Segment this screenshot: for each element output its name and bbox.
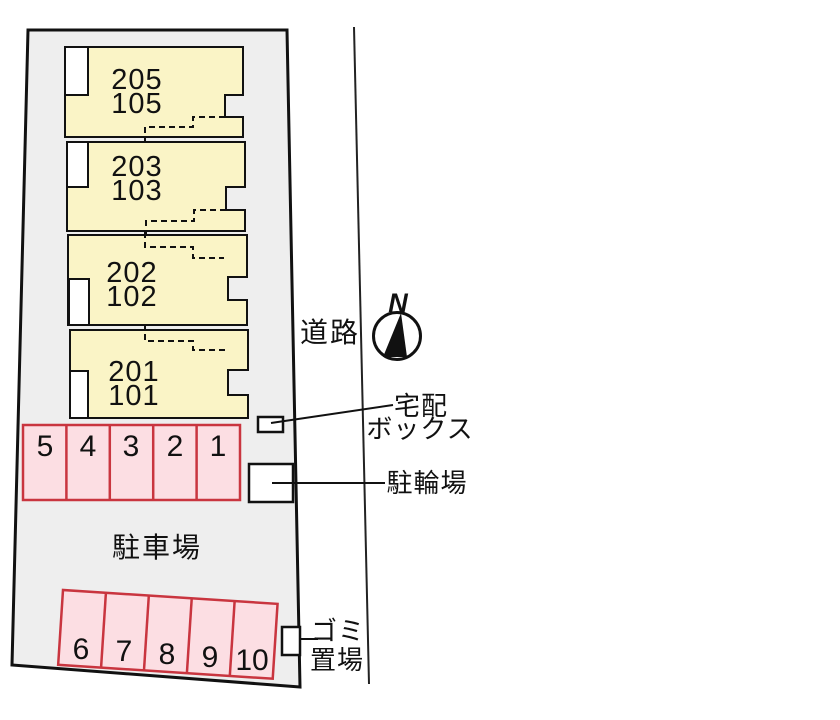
garbage-area-box — [280, 625, 302, 657]
parking-space-4-label: 4 — [80, 430, 97, 463]
garbage-area-label-line2: 置場 — [310, 645, 364, 675]
building-units: 205 105 203 103 202 102 201 101 — [64, 46, 249, 419]
parking-space-3-label: 3 — [123, 430, 140, 463]
unit-202-balcony-divider — [144, 232, 224, 259]
unit-203-label: 203 — [111, 151, 162, 183]
parking-row-top: 5 4 3 2 1 — [21, 423, 242, 502]
compass-needle — [383, 313, 407, 357]
bicycle-parking-label: 駐輪場 — [386, 468, 467, 498]
delivery-box — [256, 415, 285, 434]
unit-201-entry-notch — [69, 370, 89, 419]
parking-space-9-label: 9 — [202, 641, 219, 674]
parking-row-top-outline — [21, 423, 242, 502]
parking-space-6-label: 6 — [73, 633, 90, 666]
parking-row-bottom-outline — [56, 588, 279, 681]
unit-205-entry-notch — [64, 46, 89, 96]
unit-201-label: 201 — [108, 356, 159, 388]
compass-north-label: N — [388, 288, 408, 318]
north-compass-icon: N — [372, 288, 422, 361]
road-line — [353, 26, 370, 685]
unit-101-label: 101 — [108, 380, 159, 412]
parking-space-2-label: 2 — [167, 430, 184, 463]
parking-divider — [228, 601, 236, 677]
unit-102-label: 102 — [106, 281, 157, 313]
parking-space-10-label: 10 — [235, 644, 268, 677]
parking-divider — [99, 592, 108, 668]
garbage-area-label-line1: ゴミ — [311, 616, 365, 646]
unit-202-label: 202 — [106, 257, 157, 289]
delivery-box-label-line2: ボックス — [366, 414, 473, 444]
unit-201-balcony-divider — [144, 324, 225, 351]
parking-divider — [185, 598, 193, 674]
road-label: 道路 — [300, 317, 360, 348]
delivery-box-label-line1: 宅配 — [394, 391, 448, 421]
parking-space-5-label: 5 — [37, 430, 54, 463]
parking-lot-label: 駐車場 — [112, 532, 202, 563]
parking-space-1-label: 1 — [210, 430, 227, 463]
unit-203-balcony-divider — [145, 209, 226, 240]
parking-space-8-label: 8 — [159, 638, 176, 671]
parking-divider — [142, 595, 151, 671]
unit-202-entry-notch — [68, 278, 90, 326]
delivery-box-leader-line — [270, 404, 394, 424]
unit-205-label: 205 — [111, 64, 162, 96]
unit-205-balcony-divider — [144, 116, 225, 146]
unit-201-101-outline — [69, 329, 249, 419]
unit-203-entry-notch — [66, 141, 89, 188]
unit-105-label: 105 — [111, 88, 162, 120]
parking-space-7-label: 7 — [116, 635, 133, 668]
unit-103-label: 103 — [111, 175, 162, 207]
parking-row-bottom — [56, 588, 279, 681]
